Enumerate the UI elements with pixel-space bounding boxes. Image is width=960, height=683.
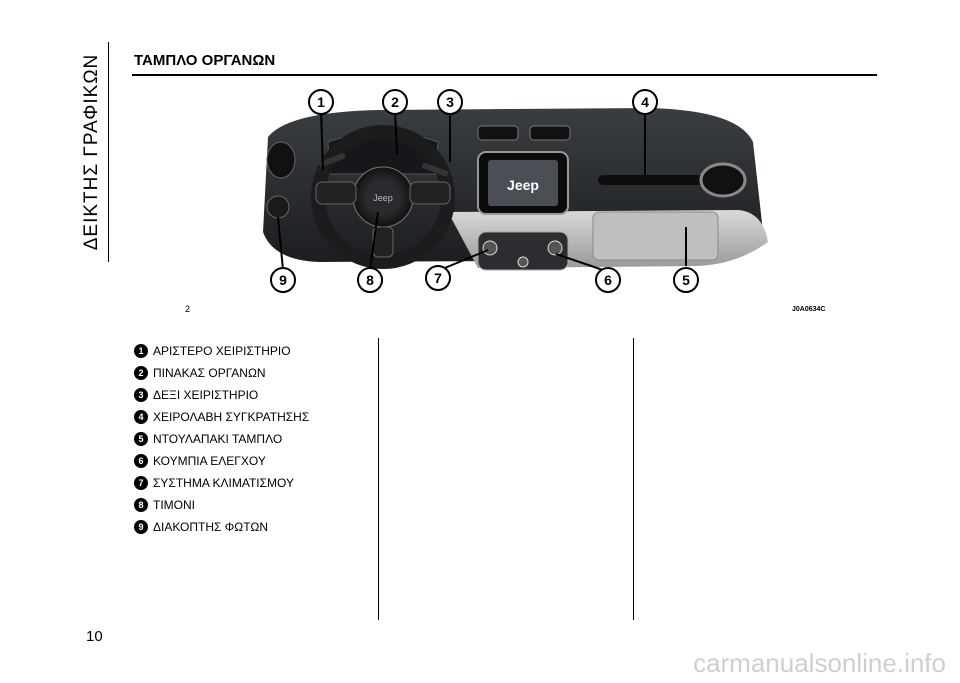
center-vent-left [477, 125, 519, 141]
legend-item: 5 ΝΤΟΥΛΑΠΑΚΙ ΤΑΜΠΛΟ [134, 428, 309, 450]
svg-text:5: 5 [682, 272, 690, 288]
legend-label: ΣΥΣΤΗΜΑ ΚΛΙΜΑΤΙΣΜΟΥ [153, 476, 294, 490]
legend-item: 3 ΔΕΞΙ ΧΕΙΡΙΣΤΗΡΙΟ [134, 384, 309, 406]
legend-item: 7 ΣΥΣΤΗΜΑ ΚΛΙΜΑΤΙΣΜΟΥ [134, 472, 309, 494]
svg-text:8: 8 [366, 272, 374, 288]
legend-item: 6 ΚΟΥΜΠΙΑ ΕΛΕΓΧΟΥ [134, 450, 309, 472]
svg-text:1: 1 [317, 94, 325, 110]
side-divider [108, 42, 109, 262]
legend-item: 4 ΧΕΙΡΟΛΑΒΗ ΣΥΓΚΡΑΤΗΣΗΣ [134, 406, 309, 428]
wheel-spoke-left [315, 181, 357, 205]
svg-text:2: 2 [391, 94, 399, 110]
side-section-title: ΔΕΙΚΤΗΣ ΓΡΑΦΙΚΩΝ [81, 53, 102, 251]
callout-2: 2 [382, 89, 408, 115]
column-divider-right [633, 338, 634, 620]
legend-number-badge: 6 [134, 454, 148, 468]
svg-text:7: 7 [434, 270, 442, 286]
figure-number: 2 [185, 304, 191, 314]
right-stalk [421, 162, 449, 177]
svg-text:6: 6 [604, 272, 612, 288]
legend-label: ΔΕΞΙ ΧΕΙΡΙΣΤΗΡΙΟ [153, 388, 259, 402]
watermark: carmanualsonline.info [693, 648, 946, 678]
wheel-spoke-right [409, 181, 451, 205]
svg-text:4: 4 [641, 94, 649, 110]
legend-number-badge: 3 [134, 388, 148, 402]
legend-number-badge: 2 [134, 366, 148, 380]
dashboard-figure: Jeep Jeep [178, 82, 838, 302]
page-title: ΤΑΜΠΛΟ ΟΡΓΑΝΩΝ [134, 52, 276, 69]
legend-list: 1 ΑΡΙΣΤΕΡΟ ΧΕΙΡΙΣΤΗΡΙΟ 2 ΠΙΝΑΚΑΣ ΟΡΓΑΝΩΝ 3… [134, 340, 309, 538]
legend-item: 2 ΠΙΝΑΚΑΣ ΟΡΓΑΝΩΝ [134, 362, 309, 384]
dashboard-illustration: Jeep Jeep [263, 89, 768, 293]
legend-number-badge: 9 [134, 520, 148, 534]
infotainment-display [488, 160, 558, 206]
callout-6: 6 [595, 267, 621, 293]
callout-5: 5 [673, 267, 699, 293]
callout-9: 9 [270, 267, 296, 293]
climate-panel [477, 231, 569, 271]
callout-4: 4 [632, 89, 658, 115]
title-divider [132, 74, 877, 76]
legend-label: ΑΡΙΣΤΕΡΟ ΧΕΙΡΙΣΤΗΡΙΟ [153, 344, 291, 358]
callout-7: 7 [425, 265, 451, 291]
callout-3: 3 [437, 89, 463, 115]
volume-knob [517, 256, 529, 268]
callout-8: 8 [357, 267, 383, 293]
page-number: 10 [86, 628, 103, 645]
grab-handle [598, 175, 708, 185]
legend-number-badge: 8 [134, 498, 148, 512]
legend-number-badge: 1 [134, 344, 148, 358]
center-vent-right [529, 125, 571, 141]
left-stalk [318, 153, 346, 167]
legend-label: ΔΙΑΚΟΠΤΗΣ ΦΩΤΩΝ [153, 520, 269, 534]
legend-number-badge: 4 [134, 410, 148, 424]
legend-label: ΝΤΟΥΛΑΠΑΚΙ ΤΑΜΠΛΟ [153, 432, 283, 446]
legend-label: ΤΙΜΟΝΙ [153, 498, 195, 512]
legend-item: 9 ΔΙΑΚΟΠΤΗΣ ΦΩΤΩΝ [134, 516, 309, 538]
svg-text:3: 3 [446, 94, 454, 110]
column-divider-left [378, 338, 379, 620]
glove-box [592, 211, 719, 261]
headlight-switch [266, 195, 290, 219]
callout-1: 1 [308, 89, 334, 115]
legend-label: ΚΟΥΜΠΙΑ ΕΛΕΓΧΟΥ [153, 454, 266, 468]
callout-leaders [277, 109, 687, 271]
infotainment-logo: Jeep [507, 177, 539, 193]
figure-code: J0A0634C [792, 306, 826, 313]
legend-item: 8 ΤΙΜΟΝΙ [134, 494, 309, 516]
legend-number-badge: 5 [134, 432, 148, 446]
climate-knob-right [547, 240, 563, 256]
left-air-vent [266, 141, 296, 179]
wheel-logo: Jeep [373, 193, 393, 203]
legend-number-badge: 7 [134, 476, 148, 490]
climate-knob-left [482, 240, 498, 256]
legend-label: ΠΙΝΑΚΑΣ ΟΡΓΑΝΩΝ [153, 366, 266, 380]
legend-item: 1 ΑΡΙΣΤΕΡΟ ΧΕΙΡΙΣΤΗΡΙΟ [134, 340, 309, 362]
right-air-vent [699, 162, 747, 198]
legend-label: ΧΕΙΡΟΛΑΒΗ ΣΥΓΚΡΑΤΗΣΗΣ [153, 410, 310, 424]
svg-text:9: 9 [279, 272, 287, 288]
